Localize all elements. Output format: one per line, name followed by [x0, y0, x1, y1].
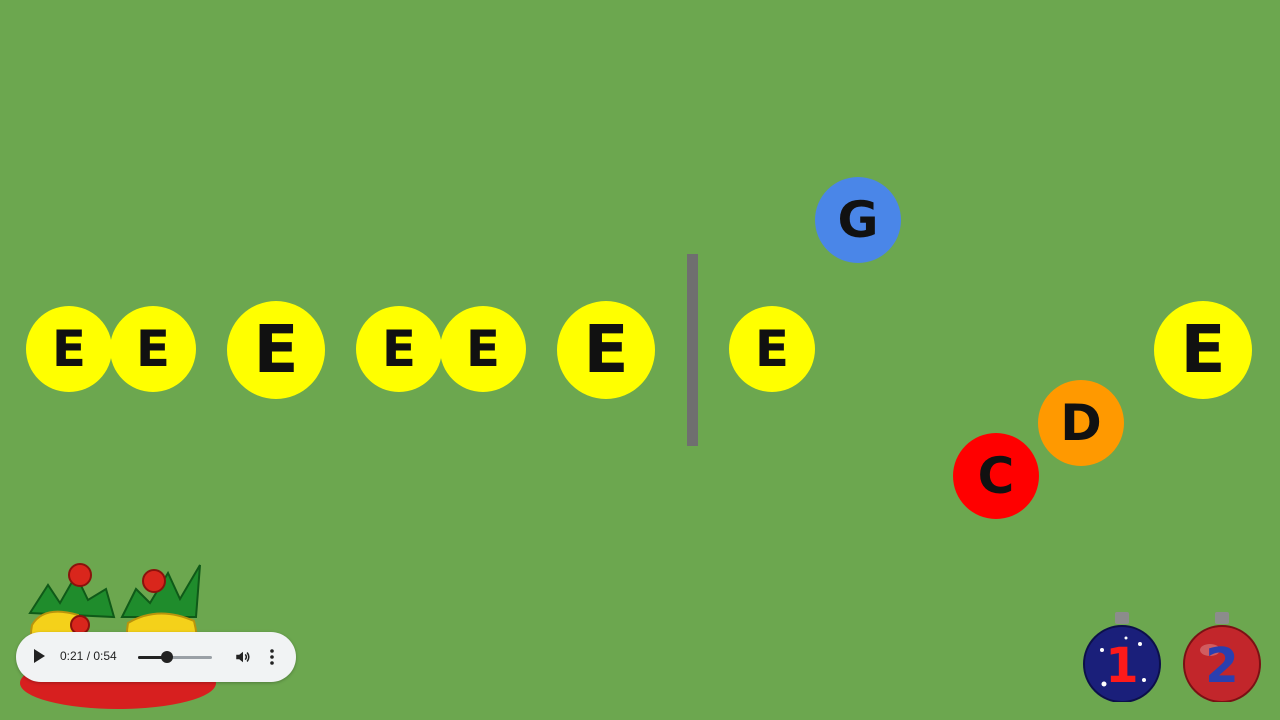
- note-circle-3: E: [227, 301, 325, 399]
- time-display: 0:21 / 0:54: [60, 649, 117, 663]
- note-letter: E: [51, 320, 87, 378]
- note-letter: G: [837, 191, 879, 249]
- note-letter: E: [754, 320, 790, 378]
- note-letter: E: [465, 320, 501, 378]
- ornament-1-icon: 1: [1083, 612, 1161, 703]
- play-icon[interactable]: [34, 649, 45, 663]
- seek-progress: [138, 656, 167, 659]
- note-letter: C: [977, 447, 1015, 505]
- note-circle-4: E: [356, 306, 442, 392]
- ornament-2-icon: 2: [1183, 612, 1261, 703]
- ornament-label: 2: [1205, 638, 1238, 694]
- more-vert-icon[interactable]: [266, 648, 278, 666]
- note-circle-8: G: [815, 177, 901, 263]
- note-circle-5: E: [440, 306, 526, 392]
- note-letter: E: [583, 311, 629, 388]
- christmas-bells-icon: [20, 563, 216, 709]
- note-circle-11: E: [1154, 301, 1252, 399]
- ornament-button-2[interactable]: 2: [1182, 610, 1262, 703]
- audio-player: 0:21 / 0:54: [16, 632, 296, 682]
- note-circle-10: D: [1038, 380, 1124, 466]
- seek-slider[interactable]: [138, 651, 212, 663]
- seek-thumb[interactable]: [160, 651, 173, 663]
- note-letter: D: [1060, 394, 1102, 452]
- note-circle-7: E: [729, 306, 815, 392]
- note-circle-9: C: [953, 433, 1039, 519]
- note-letter: E: [135, 320, 171, 378]
- note-circle-2: E: [110, 306, 196, 392]
- note-letter: E: [253, 311, 299, 388]
- volume-icon[interactable]: [234, 648, 252, 666]
- note-circle-1: E: [26, 306, 112, 392]
- note-letter: E: [381, 320, 417, 378]
- ornament-label: 1: [1105, 638, 1138, 694]
- note-circle-6: E: [557, 301, 655, 399]
- ornament-button-1[interactable]: 1: [1082, 610, 1162, 703]
- measure-bar-line: [687, 254, 698, 446]
- note-letter: E: [1180, 311, 1226, 388]
